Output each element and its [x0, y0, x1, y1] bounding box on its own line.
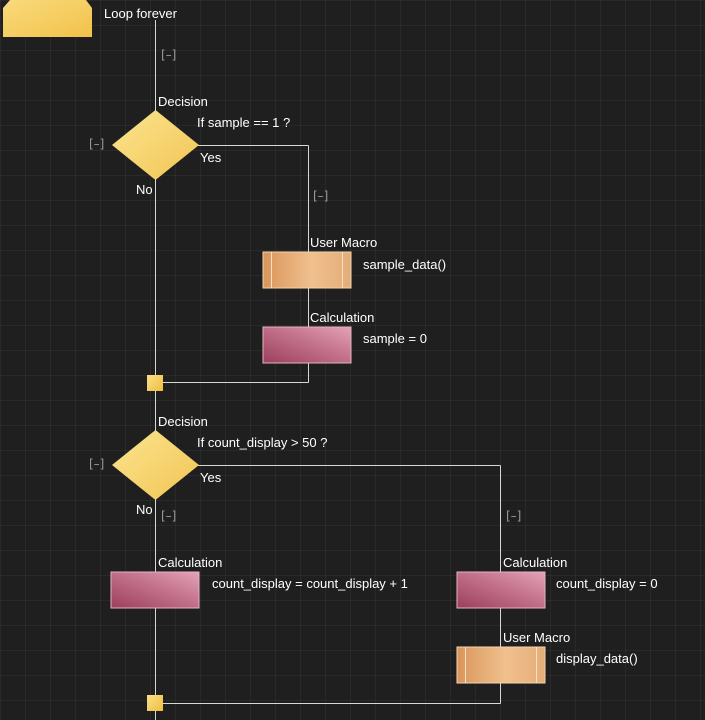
- decision2-no-branch-toggle[interactable]: [–]: [161, 509, 177, 523]
- calc1-text: sample = 0: [363, 331, 427, 346]
- decision1-condition: If sample == 1 ?: [197, 115, 291, 130]
- junction2: [147, 695, 163, 711]
- decision1-collapse-toggle[interactable]: [–]: [89, 137, 105, 151]
- decision2-diamond[interactable]: [112, 430, 199, 500]
- decision2-yes-label: Yes: [200, 470, 222, 485]
- decision1-no-label: No: [136, 182, 153, 197]
- decision2-yes-branch-toggle[interactable]: [–]: [506, 509, 522, 523]
- macro2-type-label: User Macro: [503, 630, 571, 645]
- loop-collapse-toggle[interactable]: [–]: [161, 48, 177, 62]
- macro1-text: sample_data(): [363, 257, 447, 272]
- macro2-block[interactable]: [456, 646, 546, 684]
- decision1-yes-label: Yes: [200, 150, 222, 165]
- loop-forever-label: Loop forever: [104, 6, 177, 21]
- decision1-yes-branch-toggle[interactable]: [–]: [313, 189, 329, 203]
- junction1: [147, 375, 163, 391]
- macro1-type-label: User Macro: [310, 235, 378, 250]
- loop-forever-shape[interactable]: [3, 0, 92, 37]
- decision2-no-label: No: [136, 502, 153, 517]
- calc1-block[interactable]: [262, 326, 352, 364]
- decision2-type-label: Decision: [158, 414, 208, 429]
- calc3-type-label: Calculation: [503, 555, 568, 570]
- decision2-collapse-toggle[interactable]: [–]: [89, 457, 105, 471]
- calc2-text: count_display = count_display + 1: [212, 576, 408, 591]
- macro2-text: display_data(): [556, 651, 638, 666]
- calc2-block[interactable]: [110, 571, 200, 609]
- calc2-type-label: Calculation: [158, 555, 223, 570]
- calc3-block[interactable]: [456, 571, 546, 609]
- decision2-condition: If count_display > 50 ?: [197, 435, 328, 450]
- macro1-block[interactable]: [262, 251, 352, 289]
- calc3-text: count_display = 0: [556, 576, 658, 591]
- decision1-type-label: Decision: [158, 94, 208, 109]
- calc1-type-label: Calculation: [310, 310, 375, 325]
- decision1-diamond[interactable]: [112, 110, 199, 180]
